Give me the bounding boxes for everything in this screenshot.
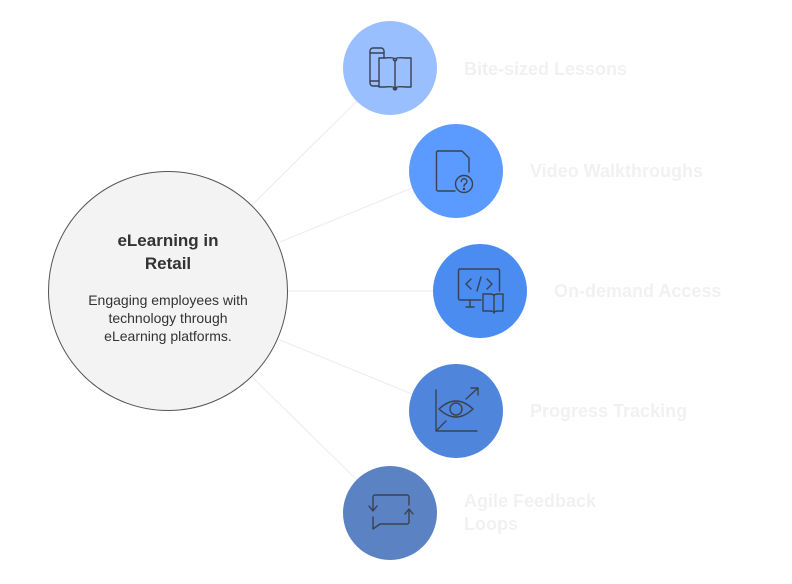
document-question-icon	[435, 150, 474, 194]
item-circle-bite-sized-lessons	[343, 21, 437, 115]
item-circle-agile-feedback-loops	[343, 466, 437, 560]
chart-eye-icon	[435, 387, 479, 432]
item-label-on-demand-access: On-demand Access	[554, 281, 722, 301]
item-circle-on-demand-access	[433, 244, 527, 338]
hub-title: eLearning in Retail	[117, 231, 219, 273]
phone-book-icon	[369, 47, 412, 91]
hub-description: Engaging employees with technology throu…	[88, 292, 248, 344]
connector-1	[251, 99, 359, 206]
monitor-code-book-icon	[457, 268, 504, 314]
chat-loop-icon	[368, 494, 414, 530]
item-circle-video-walkthroughs	[409, 124, 503, 218]
connector-2	[279, 187, 413, 243]
hub-circle: eLearning in Retail Engaging employees w…	[48, 171, 288, 411]
item-label-bite-sized-lessons: Bite-sized Lessons	[464, 59, 628, 79]
item-label-video-walkthroughs: Video Walkthroughs	[530, 161, 704, 181]
item-label-progress-tracking: Progress Tracking	[530, 401, 688, 421]
item-label-agile-feedback-loops-text: Agile Feedback Loops	[464, 491, 597, 534]
connector-4	[279, 339, 413, 395]
item-circle-progress-tracking	[409, 364, 503, 458]
item-label-agile-feedback-loops: Agile Feedback Loops	[464, 490, 624, 536]
connector-5	[251, 376, 359, 482]
